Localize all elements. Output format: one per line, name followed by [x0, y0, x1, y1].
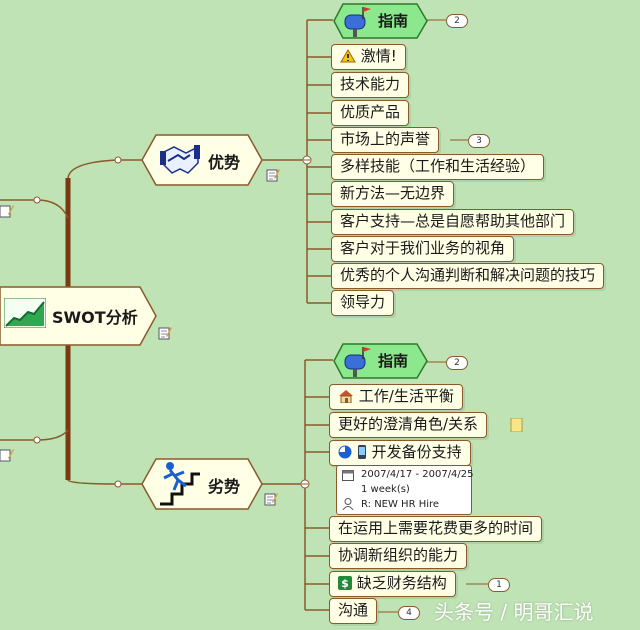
mailbox-icon	[344, 7, 371, 37]
strength-item-label: 客户支持—总是自愿帮助其他部门	[340, 212, 566, 230]
pie-progress-icon	[338, 445, 352, 459]
strength-item-label: 市场上的声誉	[340, 130, 431, 148]
warning-icon	[340, 49, 356, 63]
strength-item-label: 优质产品	[340, 103, 401, 121]
weakness-item-finance[interactable]: $ 缺乏财务结构	[329, 571, 456, 597]
count-badge[interactable]: 1	[488, 578, 510, 592]
phone-icon	[357, 445, 366, 459]
strength-item-label: 多样技能（工作和生活经验）	[340, 157, 536, 175]
calendar-icon	[342, 470, 354, 481]
weakness-item-label: 缺乏财务结构	[356, 574, 447, 592]
note-icon[interactable]	[0, 204, 14, 218]
falling-stairs-icon	[160, 462, 200, 506]
note-icon[interactable]	[266, 168, 280, 182]
weakness-item-label: 更好的澄清角色/关系	[338, 415, 479, 433]
strength-item-diverse-skills[interactable]: 多样技能（工作和生活经验）	[331, 154, 545, 180]
center-label: SWOT分析	[52, 308, 138, 327]
strength-item-label: 优秀的个人沟通判断和解决问题的技巧	[340, 266, 596, 284]
task-duration: 1 week(s)	[361, 484, 410, 495]
weakness-item-label: 工作/生活平衡	[358, 387, 454, 405]
weakness-item-label: 沟通	[338, 601, 369, 619]
strength-item-customer-view[interactable]: 客户对于我们业务的视角	[331, 236, 515, 262]
dollar-icon: $	[338, 576, 352, 590]
person-icon	[342, 498, 354, 510]
strength-item-quality-product[interactable]: 优质产品	[331, 100, 410, 126]
strength-item-customer-support[interactable]: 客户支持—总是自愿帮助其他部门	[331, 209, 575, 235]
strength-item-label: 技术能力	[340, 75, 401, 93]
task-info-box: 2007/4/17 - 2007/4/25 1 week(s) R: NEW H…	[336, 465, 474, 515]
weakness-item-backup-support[interactable]: 开发备份支持	[329, 440, 471, 466]
svg-text:$: $	[341, 577, 349, 590]
strength-item-new-approach[interactable]: 新方法—无边界	[331, 181, 455, 207]
task-resource: R: NEW HR Hire	[361, 499, 440, 510]
strength-item-label: 领导力	[340, 293, 386, 311]
strengths-label: 优势	[208, 153, 241, 172]
weakness-item-label: 在运用上需要花费更多的时间	[338, 519, 534, 537]
weakness-item-coordination[interactable]: 协调新组织的能力	[329, 543, 468, 569]
weakness-item-time[interactable]: 在运用上需要花费更多的时间	[329, 516, 543, 542]
strengths-node[interactable]	[140, 133, 264, 187]
strength-item-passion[interactable]: 激情!	[331, 44, 406, 70]
strength-item-leadership[interactable]: 领导力	[331, 290, 395, 316]
count-badge[interactable]: 2	[446, 14, 468, 28]
growth-chart-icon	[4, 298, 46, 328]
count-badge[interactable]: 4	[398, 606, 420, 620]
task-dates: 2007/4/17 - 2007/4/25	[361, 469, 474, 480]
strength-item-communication-skills[interactable]: 优秀的个人沟通判断和解决问题的技巧	[331, 263, 605, 289]
note-icon[interactable]	[0, 448, 14, 462]
weakness-item-roles[interactable]: 更好的澄清角色/关系	[329, 412, 488, 438]
sticky-note-icon[interactable]	[510, 418, 524, 432]
weaknesses-guide-label: 指南	[378, 352, 409, 370]
weakness-item-label: 开发备份支持	[371, 443, 462, 461]
note-icon[interactable]	[158, 326, 172, 340]
strength-item-label: 激情!	[360, 47, 397, 65]
note-icon[interactable]	[264, 492, 278, 506]
watermark: 头条号 / 明哥汇说	[434, 600, 594, 624]
weakness-item-communication[interactable]: 沟通	[329, 598, 378, 624]
weaknesses-label: 劣势	[208, 477, 241, 496]
count-badge[interactable]: 3	[468, 134, 490, 148]
handshake-icon	[160, 145, 200, 174]
strength-item-reputation[interactable]: 市场上的声誉	[331, 127, 440, 153]
mailbox-icon	[344, 347, 371, 377]
count-badge[interactable]: 2	[446, 356, 468, 370]
strength-item-technical[interactable]: 技术能力	[331, 72, 410, 98]
weakness-item-label: 协调新组织的能力	[338, 546, 459, 564]
house-icon	[339, 390, 353, 404]
strength-item-label: 新方法—无边界	[340, 184, 446, 202]
strengths-guide-label: 指南	[378, 12, 409, 30]
weakness-item-work-life[interactable]: 工作/生活平衡	[329, 384, 463, 410]
strength-item-label: 客户对于我们业务的视角	[340, 239, 506, 257]
